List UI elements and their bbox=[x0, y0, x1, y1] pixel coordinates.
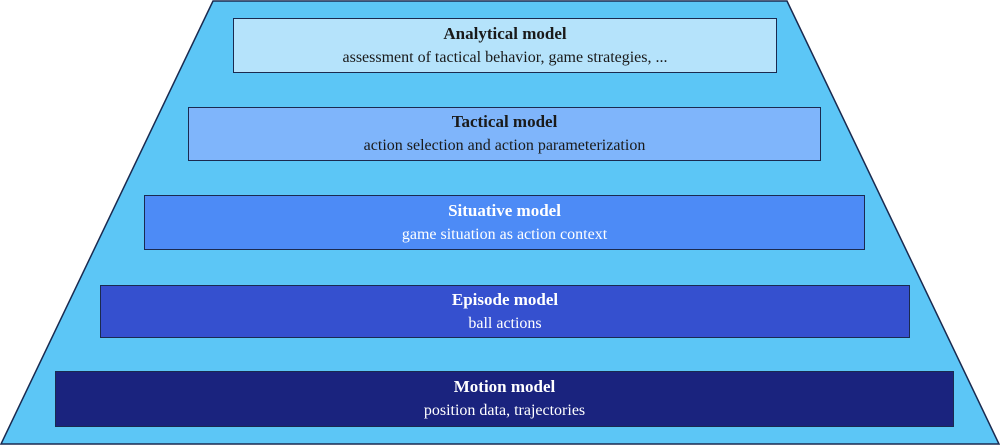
tactical-model-layer: Tactical model action selection and acti… bbox=[188, 107, 821, 161]
analytical-model-layer: Analytical model assessment of tactical … bbox=[233, 18, 777, 73]
tactical-model-description: action selection and action parameteriza… bbox=[363, 137, 646, 154]
situative-model-title: Situative model bbox=[448, 200, 561, 220]
motion-model-description: position data, trajectories bbox=[423, 402, 586, 419]
motion-model-title: Motion model bbox=[453, 377, 556, 396]
episode-model-description: ball actions bbox=[468, 314, 542, 332]
tactical-model-title: Tactical model bbox=[451, 112, 558, 131]
episode-model-layer: Episode model ball actions bbox=[100, 285, 910, 338]
episode-model-title: Episode model bbox=[451, 289, 559, 309]
analytical-model-title: Analytical model bbox=[443, 23, 567, 43]
analytical-model-description: assessment of tactical behavior, game st… bbox=[342, 48, 668, 66]
motion-model-layer: Motion model position data, trajectories bbox=[55, 371, 954, 427]
situative-model-layer: Situative model game situation as action… bbox=[144, 195, 865, 250]
situative-model-description: game situation as action context bbox=[401, 225, 608, 243]
